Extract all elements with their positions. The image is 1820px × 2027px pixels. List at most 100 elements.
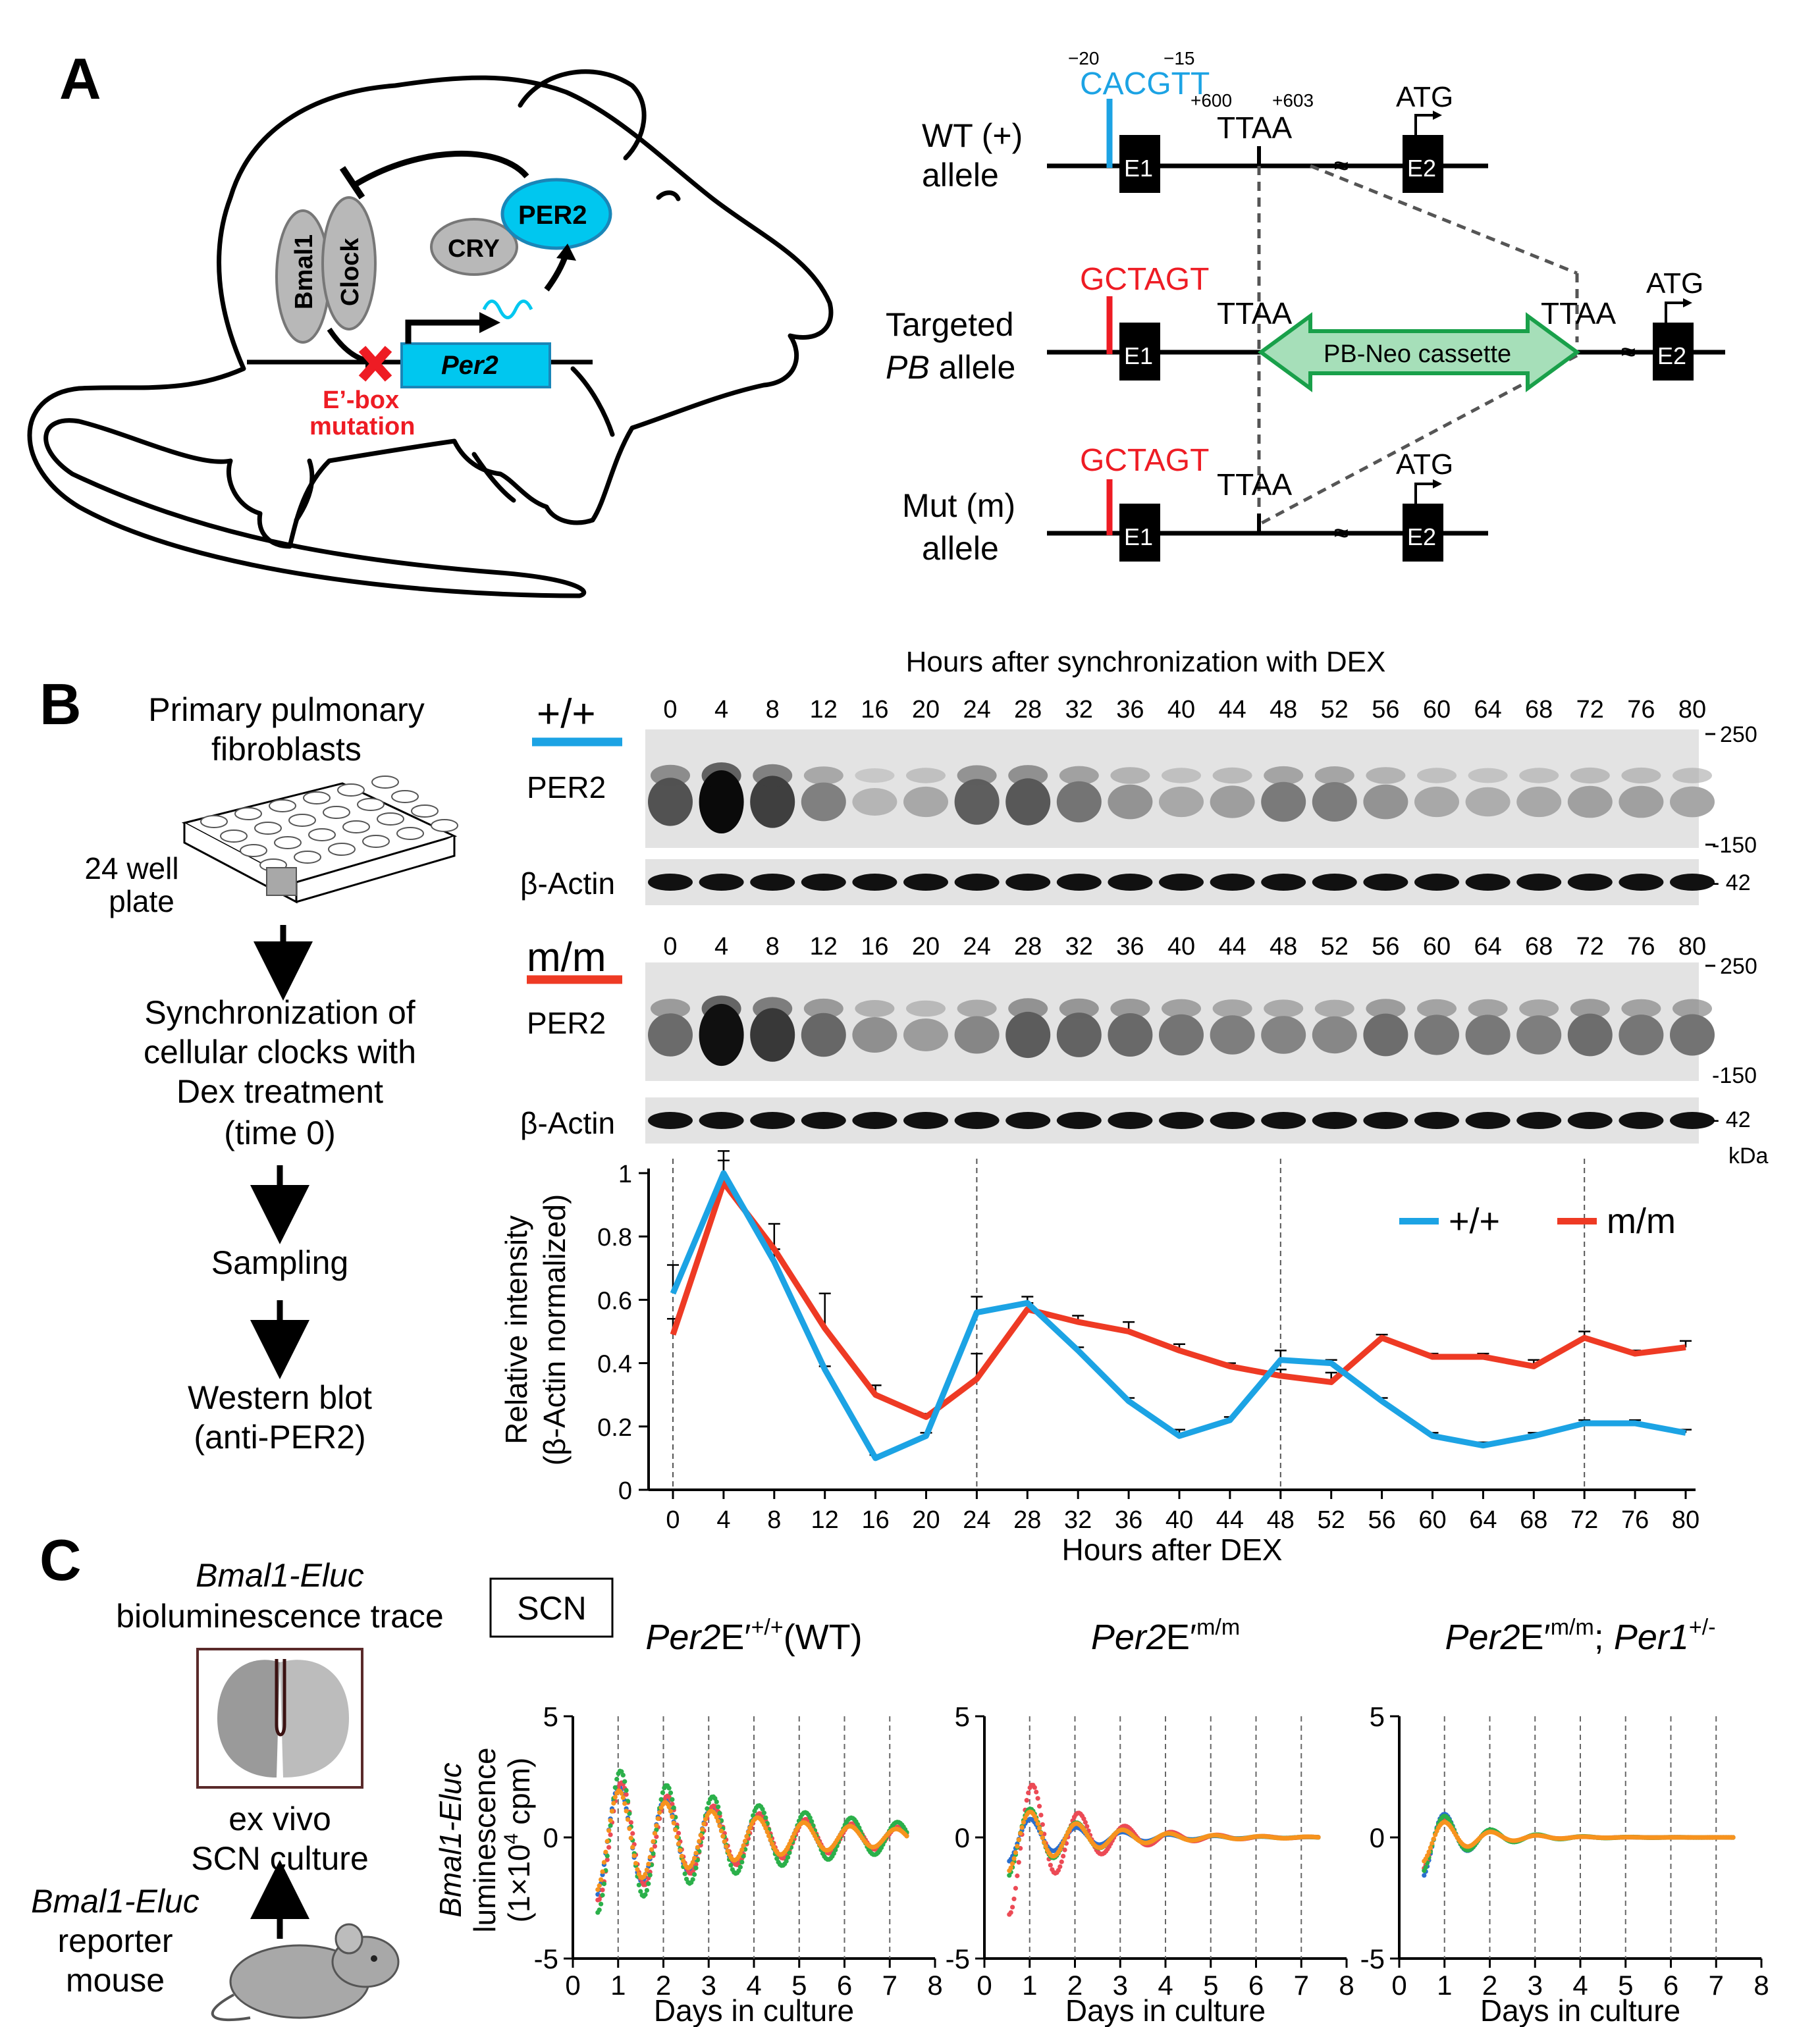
c-x-tick-label: 3 bbox=[1528, 1970, 1543, 2001]
c-trace-dot bbox=[693, 1851, 699, 1856]
c-x-axis-label: Days in culture bbox=[654, 1993, 854, 2027]
targeted-e1: E1 bbox=[1124, 342, 1153, 369]
c-trace-dot bbox=[736, 1868, 741, 1874]
c-x-tick-label: 3 bbox=[1113, 1970, 1128, 2001]
c-y-tick-label: 0 bbox=[1370, 1822, 1385, 1853]
mrna-wave bbox=[482, 300, 533, 319]
cry-ellipse bbox=[430, 218, 518, 276]
plate-well bbox=[377, 812, 404, 826]
actin-band bbox=[1005, 1112, 1051, 1129]
actin-band bbox=[1108, 874, 1153, 891]
plate-well bbox=[391, 790, 419, 803]
c-series-dots bbox=[1007, 1809, 1321, 1874]
b-x-axis-label: Hours after DEX bbox=[1062, 1533, 1283, 1567]
mutation-cross-icon bbox=[358, 346, 392, 382]
c-trace-dot bbox=[718, 1828, 724, 1833]
per2-protein-label: PER2 bbox=[518, 201, 587, 230]
b-y-tick-label: 0.4 bbox=[597, 1351, 632, 1379]
c-x-tick-label: 8 bbox=[1339, 1970, 1354, 2001]
allele-diagram: −20 −15 CACGTT +600 +603 TTAA ATG WT (+)… bbox=[886, 48, 1725, 567]
c-trace-dot bbox=[741, 1853, 746, 1859]
per2-band bbox=[651, 999, 690, 1018]
blot-mut-actin-label: β-Actin bbox=[520, 1106, 615, 1140]
c-trace-dot bbox=[690, 1860, 695, 1865]
wt-motif-end: −15 bbox=[1164, 48, 1195, 68]
c-x-tick-label: 7 bbox=[1709, 1970, 1724, 2001]
c-trace-dot bbox=[671, 1820, 676, 1826]
c-trace-dot bbox=[658, 1797, 664, 1802]
blot-hour-label: 4 bbox=[714, 696, 728, 724]
per2-band bbox=[1110, 767, 1150, 784]
c-trace-dot bbox=[1081, 1816, 1086, 1822]
c-trace-dot bbox=[1008, 1865, 1013, 1870]
targeted-site-left: TTAA bbox=[1217, 296, 1292, 330]
c-trace-dot bbox=[604, 1853, 610, 1858]
blot-hour-label: 0 bbox=[663, 933, 677, 961]
c-trace-dot bbox=[624, 1808, 629, 1814]
blot-hour-label: 48 bbox=[1270, 933, 1297, 961]
mut-site: TTAA bbox=[1217, 467, 1292, 502]
c-x-tick-label: 0 bbox=[1391, 1970, 1406, 2001]
blot-hour-label: 8 bbox=[766, 696, 780, 724]
wt-site: TTAA bbox=[1217, 111, 1292, 145]
blot-hour-label: 76 bbox=[1627, 933, 1655, 961]
wt-pos2: +603 bbox=[1272, 90, 1314, 111]
per2-band bbox=[1110, 999, 1150, 1018]
per2-band bbox=[1417, 768, 1457, 783]
blot-hour-label: 68 bbox=[1525, 933, 1553, 961]
c-trace-dot bbox=[1038, 1830, 1044, 1835]
c-trace-dot bbox=[643, 1892, 648, 1897]
blot-hour-label: 76 bbox=[1627, 696, 1655, 724]
c-trace-dot bbox=[1430, 1841, 1435, 1846]
actin-band bbox=[1261, 874, 1306, 891]
mw-kda: kDa bbox=[1728, 1144, 1769, 1169]
targeted-e2: E2 bbox=[1657, 342, 1686, 369]
c-trace-dot bbox=[635, 1867, 640, 1872]
c-trace-dot bbox=[601, 1881, 607, 1887]
c-trace-dot bbox=[691, 1872, 697, 1877]
mouse-outline bbox=[27, 69, 834, 598]
c-trace-dot bbox=[1422, 1873, 1427, 1878]
c-trace-dot bbox=[644, 1867, 650, 1872]
c-trace-dot bbox=[698, 1833, 703, 1838]
bmal1-label: Bmal1 bbox=[290, 234, 318, 309]
blot-hour-label: 80 bbox=[1678, 696, 1706, 724]
per2-band bbox=[648, 777, 693, 826]
c-trace-dot bbox=[1015, 1873, 1020, 1878]
c-trace-dot bbox=[627, 1811, 632, 1816]
c-x-axis-label: Days in culture bbox=[1480, 1993, 1680, 2027]
c-trace-dot bbox=[1040, 1822, 1045, 1828]
blot-hour-label: 8 bbox=[766, 933, 780, 961]
c-x-tick-label: 0 bbox=[977, 1970, 992, 2001]
scn-box bbox=[489, 1577, 614, 1638]
panel-label-c: C bbox=[40, 1527, 82, 1593]
c-trace-dot bbox=[1043, 1844, 1048, 1849]
c-trace-dot bbox=[599, 1901, 604, 1907]
c-trace-dot bbox=[722, 1839, 727, 1844]
per2-band bbox=[1673, 999, 1712, 1018]
actin-band bbox=[1261, 1112, 1306, 1129]
c-trace-dot bbox=[652, 1843, 658, 1849]
reporter-italic: Bmal1-Eluc bbox=[31, 1883, 200, 1920]
c-trace-dot bbox=[595, 1887, 601, 1892]
actin-band bbox=[1210, 874, 1255, 891]
c-y-tick-label: -5 bbox=[1360, 1943, 1385, 1974]
c-x-tick-label: 4 bbox=[746, 1970, 761, 2001]
western-blots: Hours after synchronization with DEX +/+… bbox=[520, 646, 1769, 1169]
c-trace-dot bbox=[1428, 1845, 1433, 1851]
blot-hour-label: 32 bbox=[1065, 933, 1093, 961]
b-x-tick-label: 72 bbox=[1570, 1506, 1598, 1534]
c-trace-dot bbox=[655, 1816, 660, 1821]
c-trace-dot bbox=[831, 1851, 836, 1856]
b-x-tick-label: 64 bbox=[1469, 1506, 1497, 1534]
actin-band bbox=[801, 874, 846, 891]
c-trace-dot bbox=[620, 1772, 626, 1778]
blot-hour-label: 28 bbox=[1014, 933, 1042, 961]
per2-band bbox=[957, 765, 997, 786]
c-x-tick-label: 5 bbox=[1618, 1970, 1633, 2001]
per2-band bbox=[1366, 999, 1406, 1018]
